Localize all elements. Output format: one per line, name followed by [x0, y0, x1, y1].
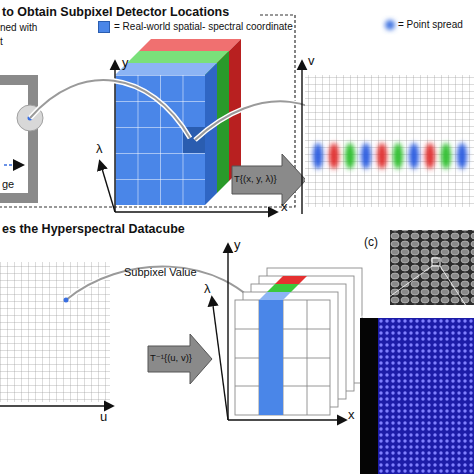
- transform-label: T⁻¹{(u, v)}: [150, 353, 192, 363]
- axis-label: y: [122, 56, 129, 70]
- panel-heading: to Obtain Subpixel Detector Locations: [2, 6, 229, 20]
- axis-label: x: [348, 408, 355, 422]
- legend-text: = Point spread: [398, 19, 463, 30]
- panel-label: (c): [364, 236, 378, 249]
- legend-text: = Real-world spatial- spectral coordinat…: [114, 21, 293, 32]
- annotation: Subpixel Value: [124, 266, 197, 278]
- axis-label: y: [234, 238, 241, 252]
- axis-label: λ: [96, 142, 103, 156]
- transform-label: T{(x, y, λ)}: [234, 174, 277, 184]
- axis-label: v: [308, 54, 315, 68]
- image-label: ge: [2, 178, 14, 190]
- legend-fragment: t: [0, 36, 3, 47]
- legend-fragment: ned with: [0, 22, 37, 33]
- legend-swatch: [98, 21, 110, 33]
- panel-heading: es the Hyperspectral Datacube: [2, 223, 185, 237]
- axis-label: λ: [204, 282, 211, 296]
- axis-label: x: [281, 200, 288, 214]
- axis-label: u: [100, 410, 107, 424]
